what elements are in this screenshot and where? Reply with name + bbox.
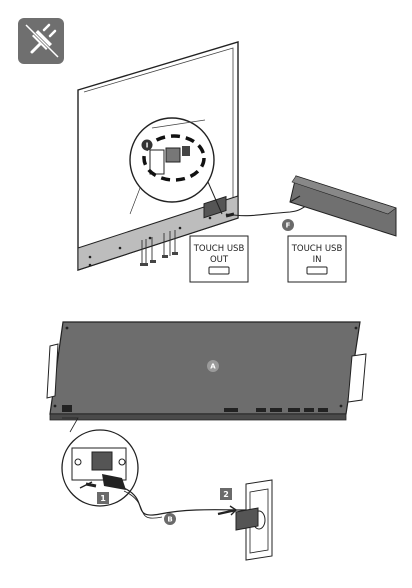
monitor-rear-view: TOUCH USB OUT TOUCH USB IN I	[77, 41, 397, 283]
power-plug-icon	[18, 18, 64, 64]
svg-text:2: 2	[223, 490, 229, 499]
cable-b-marker: B	[164, 513, 176, 525]
power-inlet-detail	[61, 417, 139, 507]
wall-outlet	[235, 479, 273, 561]
touch-usb-in-label: TOUCH USB IN	[287, 235, 347, 283]
svg-text:B: B	[167, 516, 172, 524]
monitor-panel-bottom: A	[46, 321, 367, 421]
svg-text:F: F	[286, 222, 291, 230]
zoom-detail-circle: I	[129, 117, 223, 215]
cable-f-marker: F	[282, 219, 294, 231]
svg-text:IN: IN	[313, 255, 322, 265]
svg-text:TOUCH USB: TOUCH USB	[193, 244, 245, 254]
svg-text:I: I	[146, 142, 149, 150]
svg-text:A: A	[210, 363, 216, 371]
svg-text:OUT: OUT	[210, 255, 229, 265]
touch-usb-out-label: TOUCH USB OUT	[189, 235, 249, 283]
panel-a-marker: A	[207, 360, 219, 372]
step-1-marker: 1	[97, 492, 109, 504]
svg-text:TOUCH USB: TOUCH USB	[291, 244, 343, 254]
touch-device	[289, 175, 397, 237]
svg-text:1: 1	[100, 494, 106, 503]
step-2-marker: 2	[220, 488, 232, 500]
